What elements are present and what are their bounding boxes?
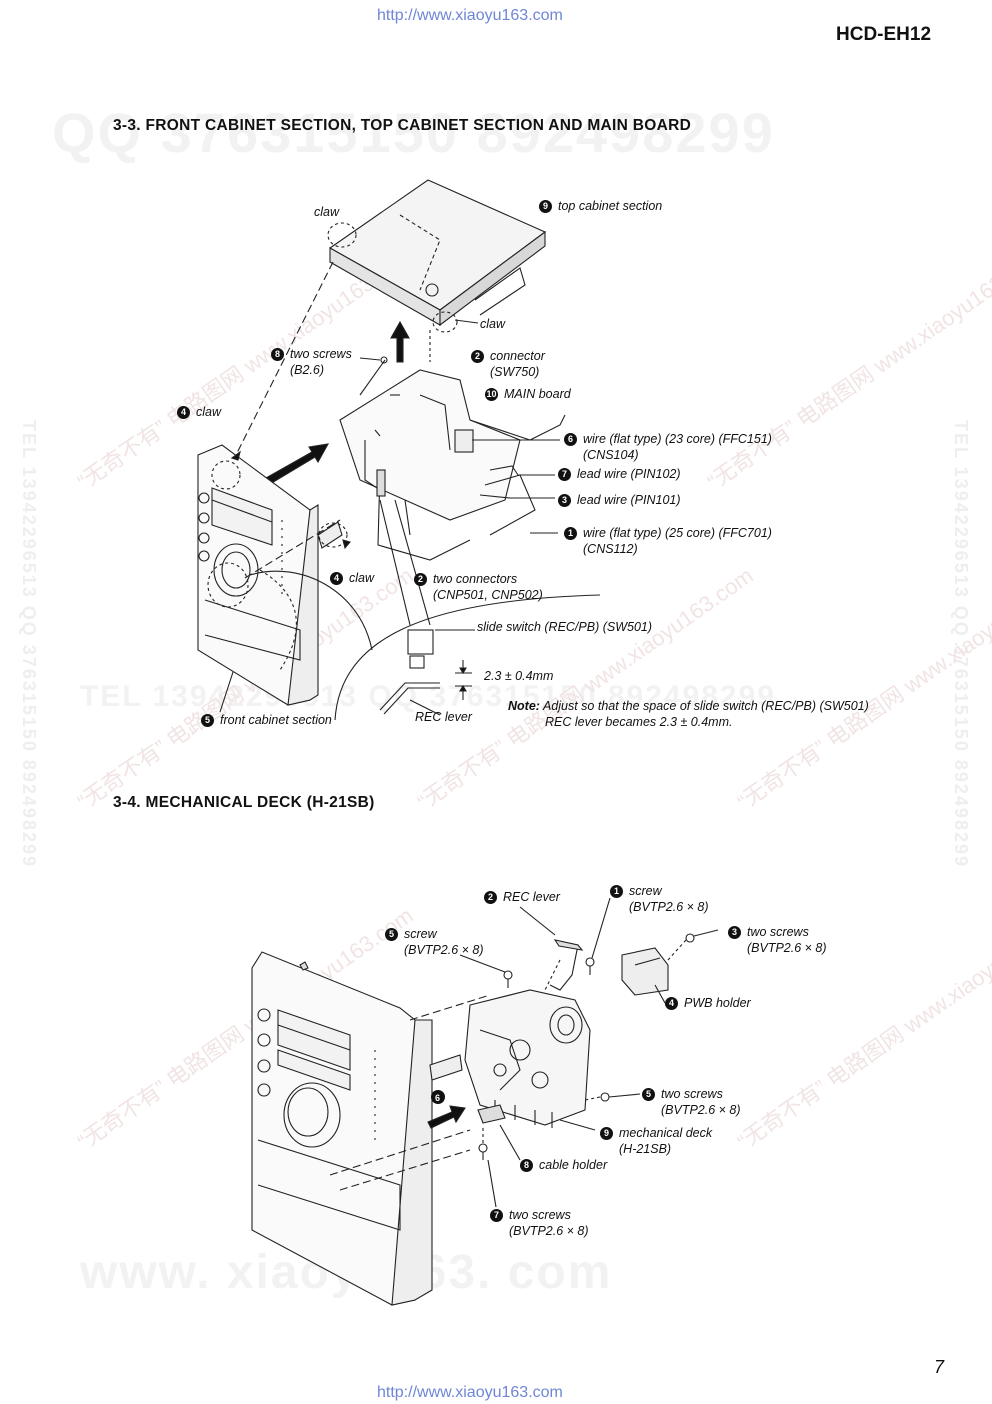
label-slide-switch: slide switch (REC/PB) (SW501)	[477, 620, 653, 634]
watermark-tel: TEL 13942296513 QQ 376315150 892498299	[80, 680, 776, 713]
main-board-drawing	[339, 359, 566, 561]
watermark-qq: QQ 376315150 892498299	[52, 101, 775, 164]
label-rec-lever-1: REC lever	[415, 710, 472, 724]
header-url[interactable]: http://www.xiaoyu163.com	[377, 7, 563, 24]
adjustment-note: Note: Adjust so that the space of slide …	[508, 699, 869, 729]
page-number: 7	[934, 1357, 945, 1377]
top-cabinet-drawing	[327, 179, 547, 333]
model-number: HCD-EH12	[836, 24, 932, 45]
front-cabinet-drawing	[197, 444, 319, 706]
mechanical-deck-drawing	[464, 989, 591, 1128]
footer-url[interactable]: http://www.xiaoyu163.com	[377, 1384, 563, 1401]
section-3-4-title: 3-4. MECHANICAL DECK (H-21SB)	[113, 794, 375, 811]
svg-text:6: 6	[435, 1093, 440, 1103]
label-claw-top: claw	[314, 205, 340, 219]
label-claw-right: claw	[480, 317, 506, 331]
label-gap: 2.3 ± 0.4mm	[484, 669, 554, 683]
section-3-3-title: 3-3. FRONT CABINET SECTION, TOP CABINET …	[113, 117, 692, 134]
watermark-side-left: TEL 13942296513 QQ 376315150 892498299	[19, 420, 39, 868]
front-panel-drawing-2	[251, 951, 433, 1306]
watermark-side-right: TEL 13942296513 QQ 376315150 892498299	[951, 420, 971, 868]
